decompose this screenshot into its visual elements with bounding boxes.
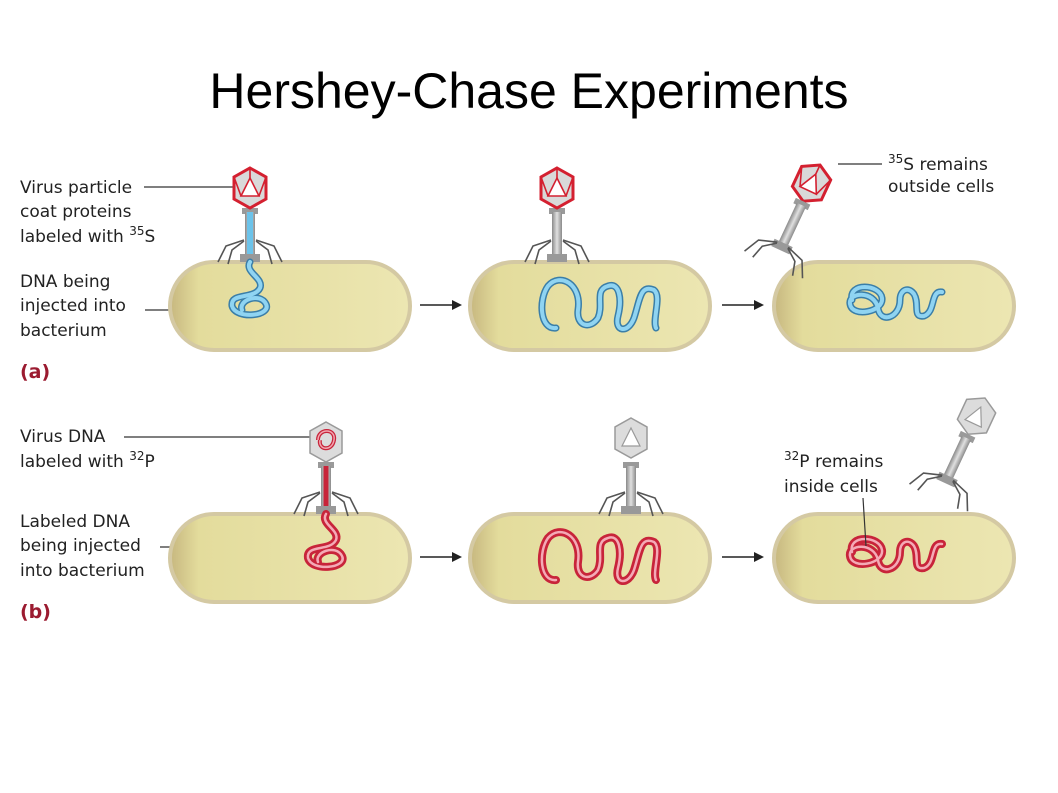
label-into-bacterium: into bacterium bbox=[20, 561, 145, 581]
panel-a: Virus particle coat proteins labeled wit… bbox=[20, 152, 1016, 383]
panel-b: Virus DNA labeled with 32P Labeled DNA b… bbox=[20, 397, 1016, 623]
label-coat-proteins: coat proteins bbox=[20, 202, 132, 222]
label-labeled-with-s35: labeled with 35S bbox=[20, 224, 155, 247]
result-label-a-line1: 35S remains bbox=[888, 152, 988, 175]
label-virus-dna: Virus DNA bbox=[20, 427, 106, 447]
label-dna-being: DNA being bbox=[20, 272, 110, 292]
label-bacterium: bacterium bbox=[20, 321, 107, 341]
label-injected-into: injected into bbox=[20, 296, 126, 316]
bacterium-cell bbox=[468, 260, 712, 352]
result-label-a-line2: outside cells bbox=[888, 177, 994, 197]
bacterium-cell bbox=[468, 512, 712, 604]
phage-empty bbox=[524, 166, 590, 265]
label-labeled-with-p32: labeled with 32P bbox=[20, 449, 155, 472]
label-labeled-dna: Labeled DNA bbox=[20, 512, 130, 532]
bacterium-cell bbox=[168, 512, 412, 604]
bacterium-cell bbox=[772, 512, 1016, 604]
bacterium-cell bbox=[168, 260, 412, 352]
phage-attached bbox=[217, 166, 283, 265]
phage-attached-labeled-dna bbox=[293, 421, 359, 517]
bacterium-cell bbox=[772, 260, 1016, 352]
leader-line bbox=[862, 497, 867, 547]
phage-empty bbox=[598, 417, 664, 517]
result-label-b-line1: 32P remains bbox=[784, 449, 884, 472]
label-virus-particle: Virus particle bbox=[20, 178, 132, 198]
result-label-b-line2: inside cells bbox=[784, 477, 878, 497]
page-title: Hershey-Chase Experiments bbox=[209, 63, 849, 119]
panel-label-b: (b) bbox=[20, 601, 51, 623]
phage-detached-empty bbox=[909, 397, 997, 512]
panel-label-a: (a) bbox=[20, 361, 50, 383]
phage-detached-labeled-coat bbox=[744, 163, 833, 279]
label-being-injected: being injected bbox=[20, 536, 141, 556]
